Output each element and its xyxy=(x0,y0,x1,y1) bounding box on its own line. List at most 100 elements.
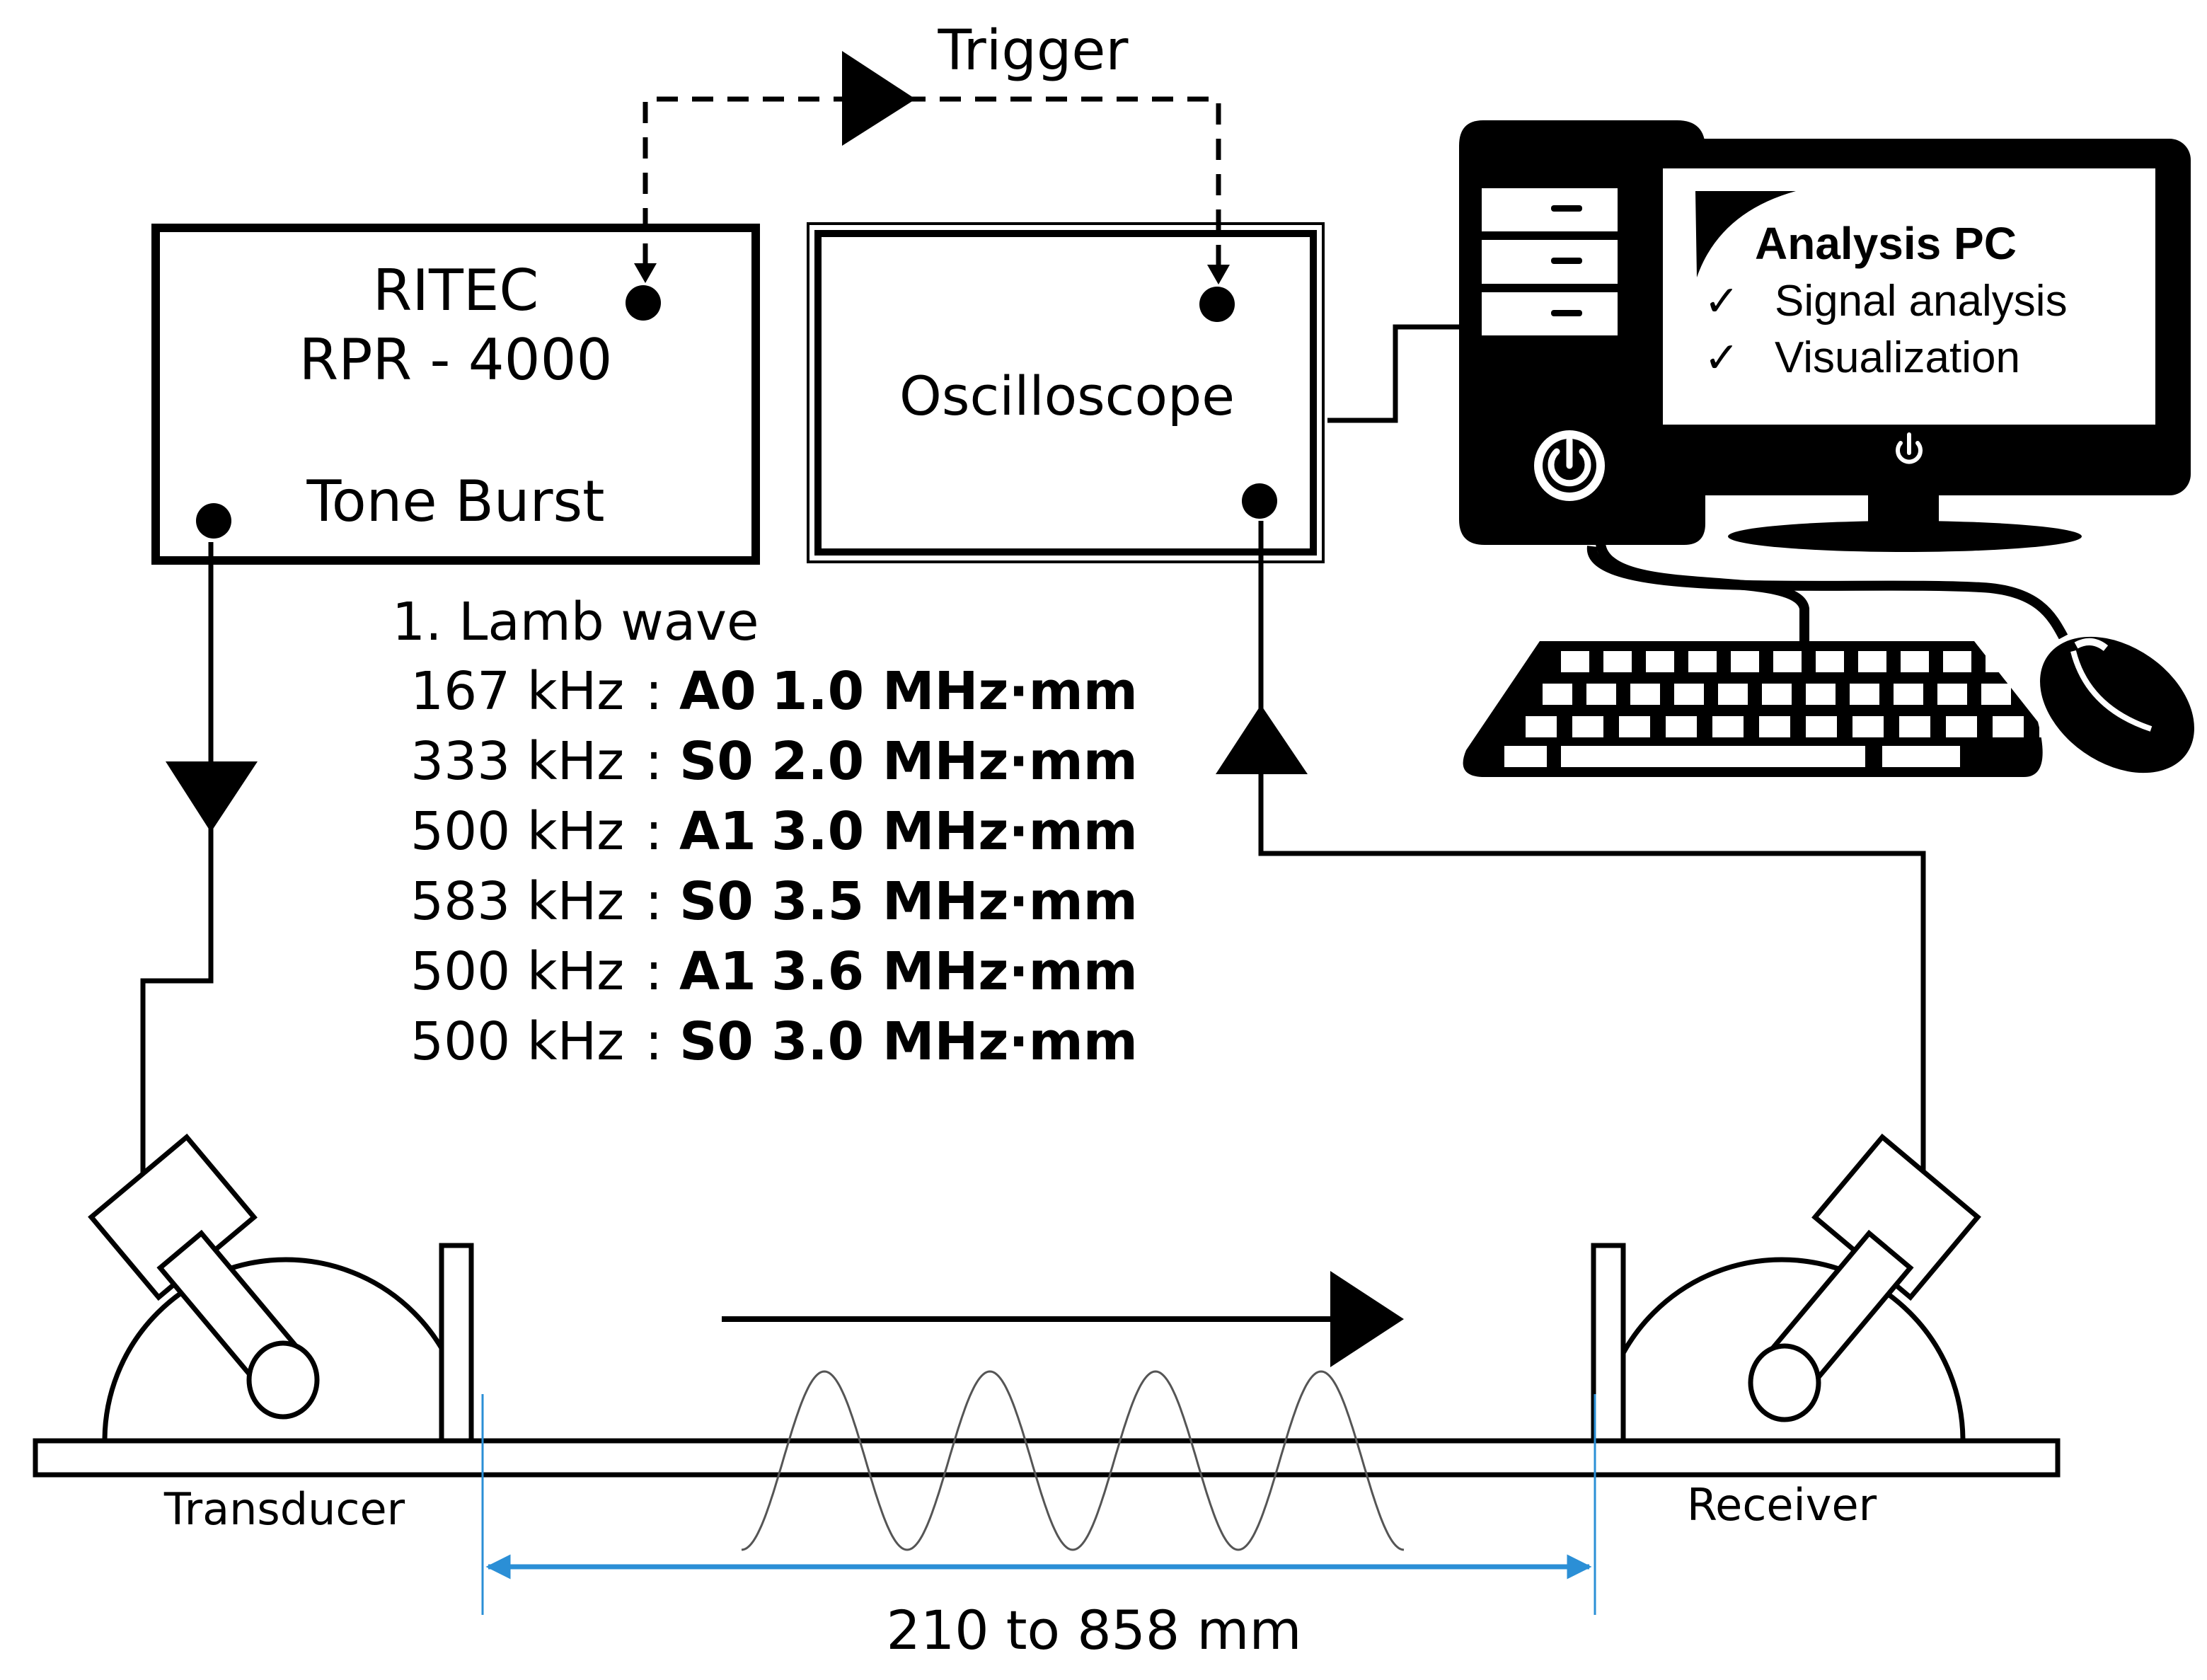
keyboard-key xyxy=(1688,651,1717,672)
keyboard-key xyxy=(1901,651,1929,672)
lamb-row-mode: S0 xyxy=(679,731,754,792)
keyboard-key xyxy=(1816,651,1844,672)
keyboard-key xyxy=(1619,716,1650,737)
monitor-power-icon xyxy=(1896,432,1923,464)
lamb-row-value: 1.0 MHz·mm xyxy=(771,661,1138,722)
keyboard-key xyxy=(1759,716,1790,737)
keyboard-key xyxy=(1762,684,1792,705)
keyboard-key xyxy=(1899,716,1930,737)
lamb-row-value: 3.0 MHz·mm xyxy=(771,801,1138,862)
keyboard-key xyxy=(1561,746,1865,767)
lamb-row-value: 2.0 MHz·mm xyxy=(771,731,1138,792)
trigger-connection: Trigger xyxy=(634,19,1230,284)
pulser-output-port xyxy=(196,503,231,539)
keyboard-key xyxy=(1858,651,1886,672)
keyboard-key xyxy=(1718,684,1748,705)
lamb-row-mode: S0 xyxy=(679,871,754,932)
oscilloscope-pc-cable xyxy=(1327,324,1462,423)
lamb-row-separator: : xyxy=(645,871,663,932)
lamb-row-separator: : xyxy=(645,801,663,862)
keyboard-key xyxy=(1806,716,1837,737)
oscilloscope-box: Oscilloscope xyxy=(807,222,1325,563)
lamb-row-frequency: 500 kHz xyxy=(410,801,624,862)
keyboard-key xyxy=(1986,651,2014,672)
trigger-left-arrowhead xyxy=(634,263,657,283)
lamb-row: 333 kHz: S0 2.0 MHz·mm xyxy=(410,731,1138,792)
lamb-row-frequency: 167 kHz xyxy=(410,661,624,722)
keyboard-icon xyxy=(1463,641,2099,777)
trigger-label: Trigger xyxy=(937,19,1129,83)
pulser-sync-port xyxy=(626,285,661,321)
lamb-row-value: 3.6 MHz·mm xyxy=(771,941,1138,1002)
keyboard-key xyxy=(1894,684,1923,705)
lamb-heading: 1. Lamb wave xyxy=(392,592,759,652)
transducer-wedge: Transducer xyxy=(88,1133,474,1535)
keyboard-key xyxy=(1630,684,1660,705)
keyboard-cable xyxy=(1596,542,1809,651)
lamb-row-mode: A0 xyxy=(679,661,756,722)
lamb-row-separator: : xyxy=(645,1011,663,1072)
keyboard-key xyxy=(1993,716,2024,737)
keyboard-key xyxy=(1731,651,1759,672)
keyboard-key xyxy=(1773,651,1802,672)
keyboard-key xyxy=(1943,651,1971,672)
distance-dimension: 210 to 858 mm xyxy=(481,1394,1596,1662)
keyboard-key xyxy=(1526,716,1557,737)
excitation-arrow-icon xyxy=(166,761,258,832)
lamb-row-separator: : xyxy=(645,661,663,722)
screen-corner-decoration xyxy=(1695,191,1796,277)
keyboard-key xyxy=(1543,684,1572,705)
monitor-icon: Analysis PC ✓ Signal analysis ✓ Visualiz… xyxy=(1625,139,2191,552)
propagation-arrow-icon xyxy=(1330,1271,1404,1367)
mouse-cable xyxy=(1586,546,2068,640)
lamb-row-frequency: 500 kHz xyxy=(410,941,624,1002)
receiver-label: Receiver xyxy=(1687,1479,1877,1531)
propagation-direction xyxy=(722,1271,1404,1367)
oscilloscope-input-port xyxy=(1242,483,1277,519)
excitation-cable xyxy=(140,542,258,1179)
keyboard-key xyxy=(1806,684,1836,705)
distance-label: 210 to 858 mm xyxy=(887,1599,1302,1662)
keyboard-key xyxy=(1572,716,1603,737)
transducer-label: Transducer xyxy=(163,1483,405,1535)
keyboard-key xyxy=(1946,716,1977,737)
lamb-row-frequency: 583 kHz xyxy=(410,871,624,932)
analysis-pc: Analysis PC ✓ Signal analysis ✓ Visualiz… xyxy=(1459,120,2194,777)
pc-item-check-icon: ✓ xyxy=(1704,277,1739,326)
pc-item-label: Signal analysis xyxy=(1775,277,2068,326)
mouse-icon xyxy=(2040,636,2194,773)
lamb-row-mode: A1 xyxy=(679,801,756,862)
pc-item-check-icon: ✓ xyxy=(1704,333,1739,383)
lamb-row-value: 3.5 MHz·mm xyxy=(771,871,1138,932)
trigger-right-arrowhead xyxy=(1207,265,1230,284)
keyboard-key xyxy=(1646,651,1674,672)
keyboard-key xyxy=(1712,716,1744,737)
lamb-row: 583 kHz: S0 3.5 MHz·mm xyxy=(410,871,1138,932)
pc-title-label: Analysis PC xyxy=(1755,218,2017,269)
lamb-row-value: 3.0 MHz·mm xyxy=(771,1011,1138,1072)
receive-arrow-icon xyxy=(1216,705,1308,774)
keyboard-key xyxy=(1586,684,1616,705)
keyboard-key xyxy=(1981,684,2011,705)
keyboard-key xyxy=(1937,684,1967,705)
pulser-model-label: RPR - 4000 xyxy=(299,327,613,393)
lamb-row-mode: S0 xyxy=(679,1011,754,1072)
pulser-box: RITEC RPR - 4000 Tone Burst xyxy=(151,224,760,565)
keyboard-key xyxy=(1561,651,1589,672)
receive-cable xyxy=(1216,521,1926,1175)
pulser-mode-label: Tone Burst xyxy=(306,468,604,534)
test-plate xyxy=(33,1438,2061,1478)
keyboard-key xyxy=(1882,746,1960,767)
oscilloscope-label: Oscilloscope xyxy=(899,364,1235,427)
keyboard-key xyxy=(1852,716,1884,737)
receiver-wedge: Receiver xyxy=(1591,1133,1981,1531)
lamb-row-separator: : xyxy=(645,731,663,792)
lamb-row-frequency: 333 kHz xyxy=(410,731,624,792)
pulser-name-label: RITEC xyxy=(373,258,538,323)
